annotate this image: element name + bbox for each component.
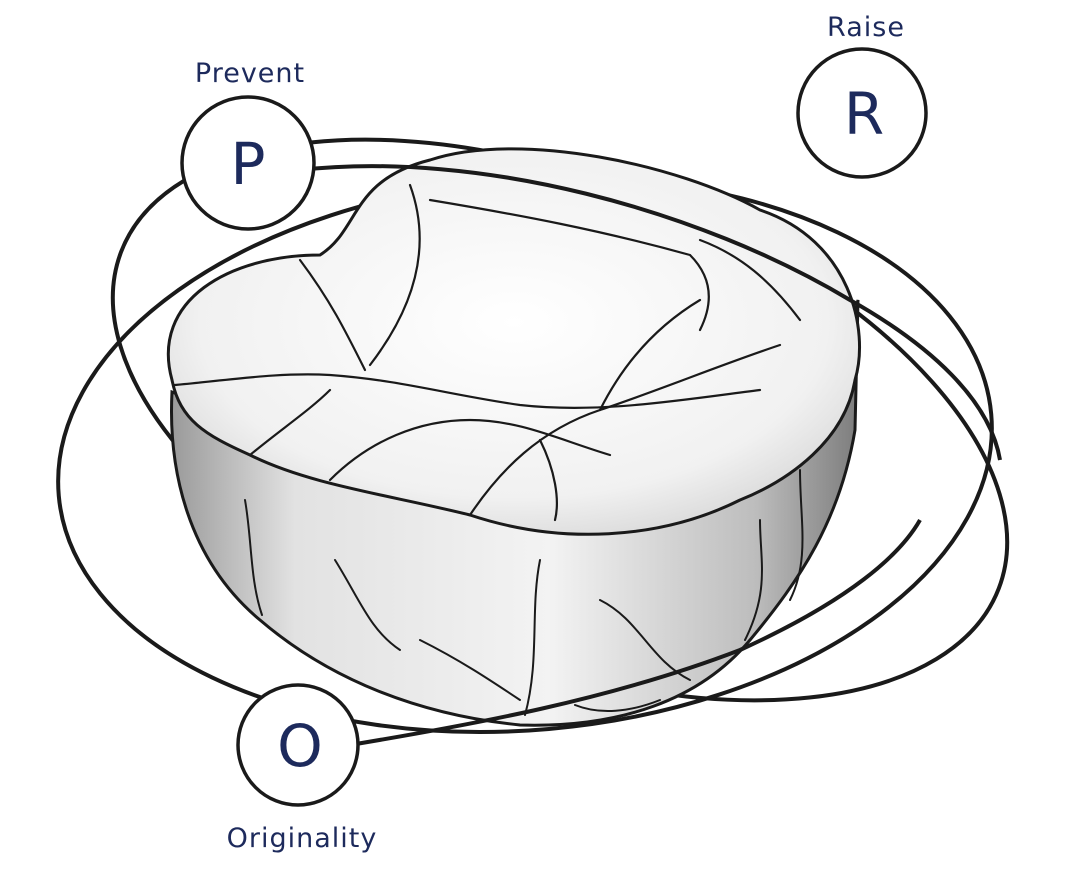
- block-top: [166, 147, 862, 536]
- orbit-ring-front-arc-lower: [349, 519, 922, 747]
- node-originality-caption: Originality: [227, 823, 378, 854]
- node-raise-letter: R: [844, 80, 884, 148]
- node-prevent-circle: [180, 95, 316, 231]
- orbit-ring-front-arc: [299, 164, 1002, 461]
- node-raise: R Raise: [796, 12, 928, 179]
- node-originality: O Originality: [227, 683, 378, 854]
- node-prevent-letter: P: [231, 130, 266, 198]
- node-originality-letter: O: [277, 712, 323, 780]
- node-raise-circle: [796, 47, 928, 179]
- node-originality-circle: [236, 683, 360, 807]
- node-prevent: P Prevent: [180, 58, 316, 231]
- block-veins-top: [173, 183, 802, 522]
- node-raise-caption: Raise: [827, 12, 905, 43]
- veined-block: [166, 147, 862, 727]
- node-prevent-caption: Prevent: [195, 58, 305, 89]
- orbit-rings-front: [299, 164, 1002, 747]
- block-veins-side: [244, 469, 804, 716]
